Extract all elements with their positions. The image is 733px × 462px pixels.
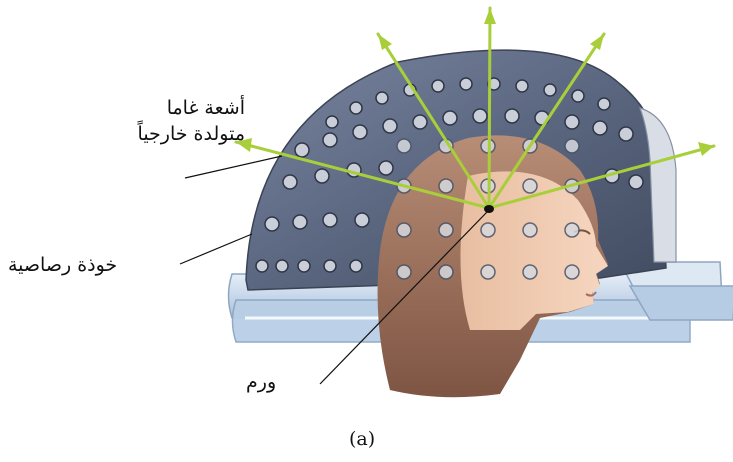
gamma-rays-label-line2: متولدة خارجياً <box>138 121 245 147</box>
lead-helmet-label: خوذة رصاصية <box>8 254 117 276</box>
gamma-rays-label: أشعة غاما متولدة خارجياً <box>138 95 245 147</box>
arrowhead-4 <box>590 34 604 50</box>
arrowhead-2 <box>378 34 392 50</box>
figure-caption: (a) <box>349 428 375 450</box>
arrowhead-5 <box>698 142 714 156</box>
tumor-label: ورم <box>246 371 276 393</box>
beam-3 <box>489 8 490 208</box>
tumor-dot <box>484 205 494 213</box>
helmet-leader-line <box>180 234 252 264</box>
gamma-rays-label-line1: أشعة غاما <box>138 95 245 121</box>
gamma-leader-line <box>185 156 282 178</box>
arrowhead-3 <box>484 8 496 24</box>
